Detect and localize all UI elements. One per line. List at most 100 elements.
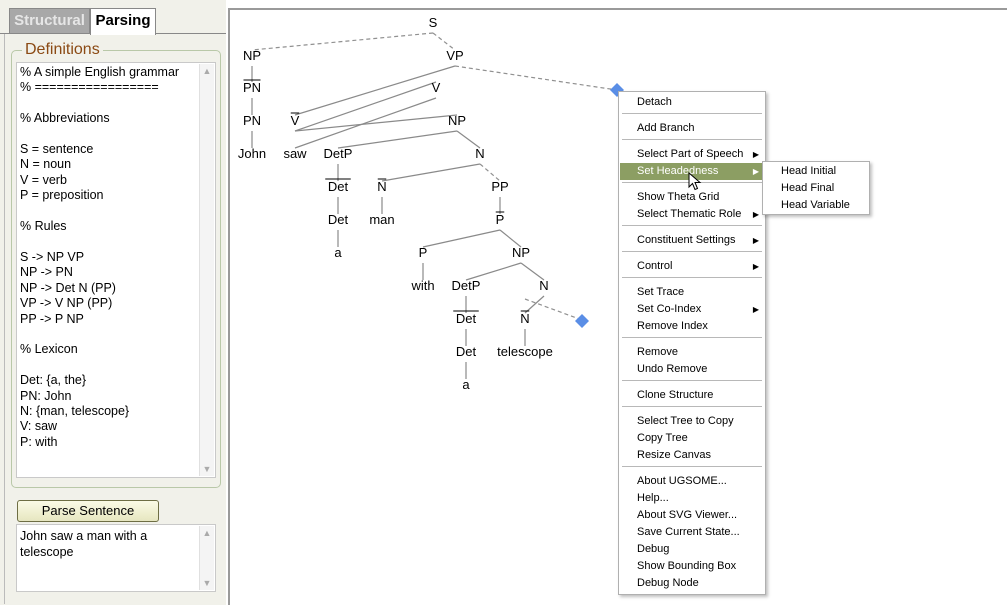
- tree-node-label[interactable]: PP: [491, 179, 508, 194]
- tree-node-label[interactable]: Det: [456, 311, 477, 326]
- tree-node-label[interactable]: Det: [456, 344, 477, 359]
- menu-item[interactable]: About UGSOME...: [620, 473, 764, 490]
- parse-sentence-button[interactable]: Parse Sentence: [17, 500, 159, 522]
- tree-node-label[interactable]: saw: [283, 146, 307, 161]
- submenu-arrow-icon: ▶: [752, 262, 759, 271]
- menu-item[interactable]: Set Headedness▶: [620, 163, 764, 180]
- tree-node-label[interactable]: NP: [512, 245, 530, 260]
- definitions-scrollbar[interactable]: ▲ ▼: [199, 64, 214, 476]
- menu-item[interactable]: Remove Index: [620, 318, 764, 335]
- tree-branch[interactable]: [422, 229, 501, 248]
- menu-item[interactable]: Control▶: [620, 258, 764, 275]
- submenu-item[interactable]: Head Final: [764, 180, 868, 197]
- tree-branch-dashed[interactable]: [524, 298, 583, 321]
- tree-branch[interactable]: [381, 163, 481, 182]
- tree-node-label[interactable]: telescope: [497, 344, 553, 359]
- tree-branch[interactable]: [294, 65, 456, 116]
- submenu-item-label: Head Final: [781, 182, 835, 194]
- tree-branch-dashed[interactable]: [479, 163, 501, 182]
- submenu-item[interactable]: Head Initial: [764, 163, 868, 180]
- menu-item[interactable]: Show Bounding Box: [620, 558, 764, 575]
- definition-line: [20, 358, 179, 373]
- tree-branch[interactable]: [456, 130, 481, 149]
- branch-diamond-icon[interactable]: [575, 314, 589, 328]
- scroll-up-icon[interactable]: ▲: [202, 528, 212, 538]
- menu-item[interactable]: Remove: [620, 344, 764, 361]
- tree-node-label[interactable]: VP: [446, 48, 463, 63]
- tree-branch-dashed[interactable]: [454, 65, 618, 91]
- tree-node-label[interactable]: Det: [328, 179, 349, 194]
- menu-item-label: Debug: [637, 543, 670, 555]
- tree-node-label[interactable]: a: [462, 377, 470, 392]
- sentence-scrollbar[interactable]: ▲ ▼: [199, 526, 214, 590]
- menu-item[interactable]: Constituent Settings▶: [620, 232, 764, 249]
- tree-node-label[interactable]: NP: [243, 48, 261, 63]
- tree-node-label[interactable]: V: [291, 113, 300, 128]
- menu-item-label: Show Theta Grid: [637, 191, 720, 203]
- definitions-fieldset: [11, 50, 221, 488]
- menu-item[interactable]: Copy Tree: [620, 430, 764, 447]
- tree-node-label[interactable]: PN: [243, 113, 261, 128]
- tree-node-label[interactable]: Det: [328, 212, 349, 227]
- tree-branch[interactable]: [294, 114, 458, 132]
- tree-branch[interactable]: [337, 130, 458, 149]
- tree-node-label[interactable]: N: [377, 179, 386, 194]
- tree-node-label[interactable]: N: [539, 278, 548, 293]
- tree-branch-dashed[interactable]: [251, 32, 434, 51]
- scroll-up-icon[interactable]: ▲: [202, 66, 212, 76]
- tree-node-label[interactable]: S: [429, 15, 438, 30]
- scroll-down-icon[interactable]: ▼: [202, 578, 212, 588]
- tree-node-label[interactable]: PN: [243, 80, 261, 95]
- tree-branch-dashed[interactable]: [432, 32, 456, 51]
- menu-item[interactable]: Select Tree to Copy: [620, 413, 764, 430]
- tree-node-label[interactable]: man: [369, 212, 394, 227]
- menu-item[interactable]: Show Theta Grid: [620, 189, 764, 206]
- tree-branch[interactable]: [294, 97, 437, 149]
- definitions-textarea[interactable]: % A simple English grammar% ============…: [16, 62, 216, 478]
- menu-item[interactable]: Help...: [620, 490, 764, 507]
- tree-node-label[interactable]: a: [334, 245, 342, 260]
- definition-line: NP -> Det N (PP): [20, 280, 116, 295]
- tree-branch[interactable]: [499, 229, 522, 248]
- tree-branch[interactable]: [524, 295, 545, 314]
- definition-line: % =================: [20, 80, 159, 95]
- tab-parsing[interactable]: Parsing: [90, 8, 156, 35]
- tab-structural[interactable]: Structural: [9, 8, 90, 34]
- menu-item[interactable]: Set Co-Index▶: [620, 301, 764, 318]
- menu-item[interactable]: Add Branch: [620, 120, 764, 137]
- menu-item[interactable]: Debug Node: [620, 575, 764, 592]
- tree-node-label[interactable]: N: [475, 146, 484, 161]
- tree-node-label[interactable]: N: [520, 311, 529, 326]
- menu-item[interactable]: Select Thematic Role▶: [620, 206, 764, 223]
- scroll-down-icon[interactable]: ▼: [202, 464, 212, 474]
- menu-item[interactable]: Debug: [620, 541, 764, 558]
- tree-branch[interactable]: [294, 81, 437, 132]
- menu-item-label: Copy Tree: [637, 432, 688, 444]
- tree-branch[interactable]: [465, 262, 522, 281]
- menu-item[interactable]: Save Current State...: [620, 524, 764, 541]
- menu-item-label: Set Headedness: [637, 165, 719, 177]
- menu-item[interactable]: Undo Remove: [620, 361, 764, 378]
- menu-item[interactable]: Set Trace: [620, 284, 764, 301]
- definition-line: PN: John: [20, 388, 72, 403]
- menu-item[interactable]: About SVG Viewer...: [620, 507, 764, 524]
- tree-node-label[interactable]: V: [432, 80, 441, 95]
- submenu-item[interactable]: Head Variable: [764, 197, 868, 214]
- tree-node-label[interactable]: DetP: [324, 146, 353, 161]
- menu-item[interactable]: Select Part of Speech▶: [620, 146, 764, 163]
- menu-item[interactable]: Resize Canvas: [620, 447, 764, 464]
- definition-line: % Abbreviations: [20, 111, 110, 126]
- menu-item[interactable]: Detach: [620, 94, 764, 111]
- tree-node-label[interactable]: with: [410, 278, 434, 293]
- tree-node-label[interactable]: NP: [448, 113, 466, 128]
- sentence-input[interactable]: John saw a man with a telescope ▲ ▼: [16, 524, 216, 592]
- tree-node-label[interactable]: P: [496, 212, 505, 227]
- tree-node-label[interactable]: DetP: [452, 278, 481, 293]
- tree-node-label[interactable]: P: [419, 245, 428, 260]
- tree-branch[interactable]: [520, 262, 545, 281]
- tree-node-label[interactable]: John: [238, 146, 266, 161]
- menu-item-label: Detach: [637, 96, 672, 108]
- menu-item[interactable]: Clone Structure: [620, 387, 764, 404]
- definition-line: N: {man, telescope}: [20, 403, 130, 418]
